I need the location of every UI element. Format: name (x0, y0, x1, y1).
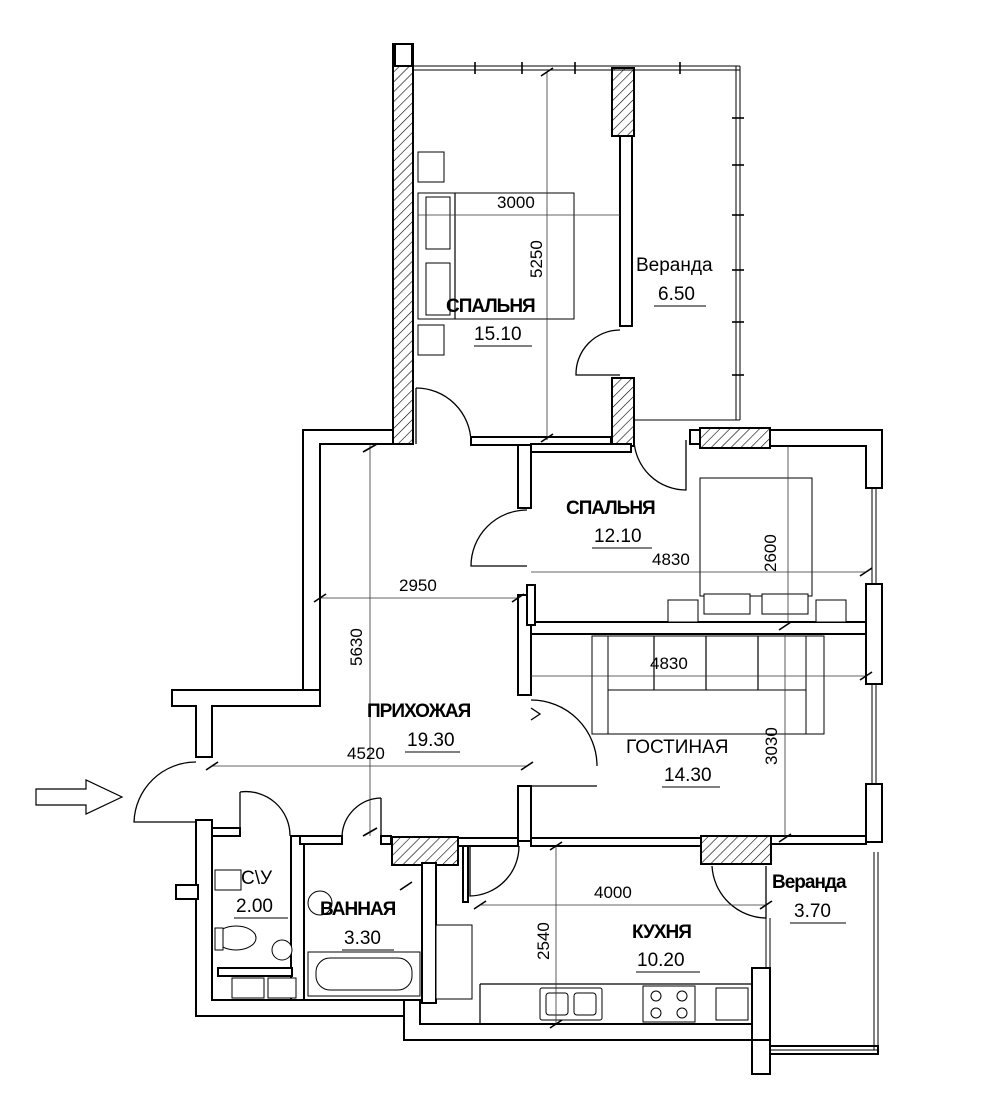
room-bedroom2: СПАЛЬНЯ 12.10 (566, 498, 656, 549)
dim-bedroom1-width: 3000 (497, 193, 535, 212)
room-name: КУХНЯ (632, 922, 691, 943)
room-living: ГОСТИНАЯ 14.30 (626, 737, 728, 788)
room-name: СПАЛЬНЯ (446, 296, 535, 317)
dim-bedroom1-length: 5250 (527, 240, 546, 278)
room-kitchen: КУХНЯ 10.20 (632, 922, 700, 973)
veranda-glazing (412, 62, 879, 1051)
room-wc: С\У 2.00 (234, 868, 288, 919)
room-veranda2: Веранда 3.70 (772, 872, 848, 924)
room-area: 3.30 (344, 928, 381, 949)
dim-kitchen-depth: 2540 (534, 922, 553, 960)
room-name: ВАННАЯ (320, 899, 396, 920)
room-area: 14.30 (664, 765, 712, 786)
dim-hall-length: 5630 (347, 628, 366, 666)
room-name: СПАЛЬНЯ (566, 498, 655, 519)
room-area: 3.70 (794, 901, 831, 922)
dim-hall-entry: 4520 (347, 744, 385, 763)
room-name: ГОСТИНАЯ (626, 737, 728, 758)
room-area: 6.50 (658, 284, 695, 305)
room-area: 19.30 (407, 730, 455, 751)
room-bathroom: ВАННАЯ 3.30 (320, 899, 397, 951)
room-name: С\У (241, 868, 273, 889)
walls (171, 43, 883, 1075)
dim-hall-width: 2950 (399, 576, 437, 595)
dimension-lines (205, 67, 873, 1029)
doors (133, 329, 767, 919)
room-hallway: ПРИХОЖАЯ 19.30 (367, 701, 472, 753)
room-area: 12.10 (594, 526, 642, 547)
dim-bedroom2-width: 4830 (652, 550, 690, 569)
room-area: 2.00 (236, 896, 273, 917)
dim-bedroom2-depth: 2600 (761, 534, 780, 572)
room-name: Веранда (636, 255, 713, 276)
dim-living-width: 4830 (650, 654, 688, 673)
room-area: 15.10 (474, 324, 522, 345)
room-name: Веранда (772, 872, 847, 893)
room-area: 10.20 (637, 950, 685, 971)
room-name: ПРИХОЖАЯ (367, 701, 471, 722)
dim-kitchen-width: 4000 (594, 883, 632, 902)
room-bedroom1: СПАЛЬНЯ 15.10 (446, 296, 536, 347)
room-veranda1: Веранда 6.50 (636, 255, 713, 307)
arrow-right-icon (35, 779, 124, 815)
dim-living-depth: 3030 (762, 727, 781, 765)
